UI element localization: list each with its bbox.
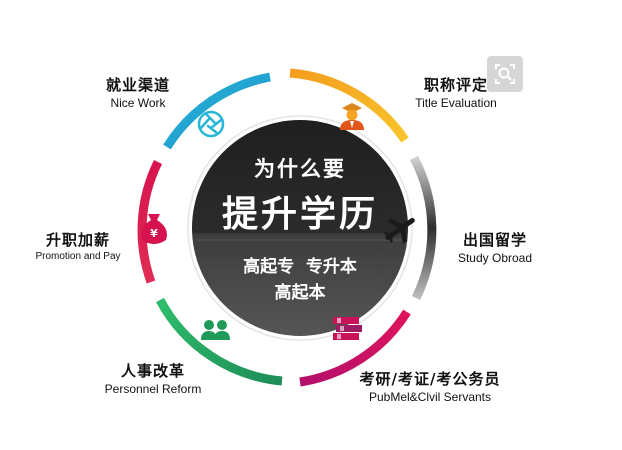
label-study-abroad-en: Study Obroad [457, 251, 533, 265]
label-nice-work-cn: 就业渠道 [105, 76, 170, 94]
label-nice-work-en: Nice Work [110, 96, 166, 110]
label-title-evaluation: 职称评定 Title Evaluation [382, 76, 530, 110]
label-study-abroad-cn: 出国留学 [462, 231, 527, 249]
ring-segment-personnel [156, 297, 283, 386]
svg-text:¥: ¥ [150, 227, 158, 240]
center-subtitle-2: 高起本 [275, 282, 326, 303]
ring-segment-promotion [137, 160, 163, 284]
label-promotion-cn: 升职加薪 [45, 231, 110, 249]
center-title-large: 提升学历 [222, 193, 378, 235]
label-exams-en: PubMel&Clvil Servants [368, 390, 492, 404]
label-personnel-reform-en: Personnel Reform [104, 382, 202, 396]
image-search-button[interactable] [487, 56, 523, 92]
label-exams-cn: 考研/考证/考公务员 [359, 370, 501, 388]
label-nice-work: 就业渠道 Nice Work [84, 76, 192, 110]
zoom-search-icon [495, 64, 515, 84]
label-personnel-reform-cn: 人事改革 [120, 362, 185, 380]
airplane-icon [383, 217, 415, 244]
label-title-evaluation-en: Title Evaluation [415, 96, 497, 110]
label-study-abroad: 出国留学 Study Obroad [442, 231, 548, 265]
label-title-evaluation-cn: 职称评定 [423, 76, 488, 94]
ring-segment-study [410, 155, 437, 300]
camera-shutter-icon [197, 110, 225, 138]
books-icon [333, 317, 362, 340]
ring-segment-title [289, 68, 409, 143]
ring-segment-exam [299, 309, 411, 387]
label-promotion-en: Promotion and Pay [35, 251, 121, 262]
center-disc [192, 120, 408, 336]
center-title-small: 为什么要 [254, 157, 346, 181]
outer-ring [137, 68, 437, 387]
inner-ring [187, 115, 413, 341]
label-exams: 考研/考证/考公务员 PubMel&Clvil Servants [352, 370, 508, 404]
label-personnel-reform: 人事改革 Personnel Reform [88, 362, 218, 396]
center-subtitle-1: 高起专 专升本 [243, 256, 357, 277]
people-icon [201, 320, 230, 340]
label-promotion: 升职加薪 Promotion and Pay [16, 233, 140, 262]
money-bag-icon: ¥ [141, 214, 167, 244]
ring-segment-nice-work [163, 72, 271, 150]
graduate-person-icon [340, 103, 364, 130]
